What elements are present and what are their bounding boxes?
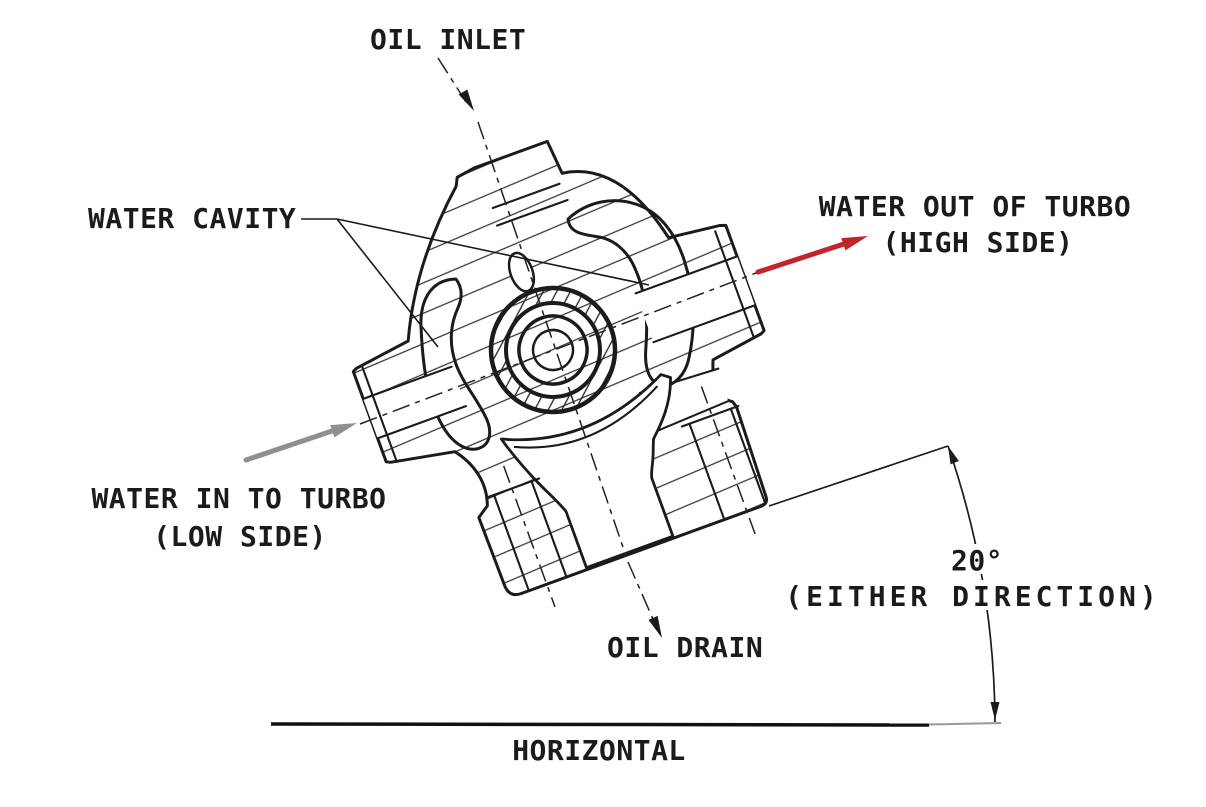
flange-line [714, 230, 755, 338]
oil-drain-label: OIL DRAIN [607, 631, 763, 664]
text-mask [776, 580, 1172, 610]
flange-line [361, 366, 397, 461]
mounting-bolt-boss-right [680, 386, 767, 535]
oil-inlet-arrow [458, 89, 474, 111]
boss-wall [530, 480, 568, 578]
oil-drain-arrow [648, 615, 662, 638]
boss-top-edge [680, 404, 740, 428]
bolt-centerline [700, 386, 756, 535]
channel-wall [634, 255, 739, 295]
boss-counterbore-line [491, 182, 561, 210]
oil-inlet-label: OIL INLET [370, 23, 526, 56]
arrowhead-icon [841, 236, 868, 251]
housing-body-hatched [351, 139, 769, 597]
water-inlet-port [361, 365, 468, 461]
water-cavity-left [419, 277, 492, 451]
turbo-axis-centerline [627, 561, 657, 627]
arrowhead-icon [330, 423, 357, 438]
horizontal-reference [270, 722, 1002, 727]
channel-wall [652, 304, 756, 344]
bore-circle-outer [488, 285, 618, 415]
water-out-label-line2: (HIGH SIDE) [883, 226, 1074, 259]
bolt-centerline [502, 465, 556, 608]
boss-wall [729, 407, 767, 505]
bore-circle [517, 314, 589, 386]
boss-wall [492, 493, 530, 591]
arrowhead-icon [948, 446, 959, 465]
water-out-arrow [755, 236, 868, 275]
channel-wall [362, 365, 453, 400]
water-in-arrow-shaft [243, 426, 341, 463]
channel-wall [376, 405, 468, 440]
angle-note-label: (EITHER DIRECTION) [785, 580, 1160, 613]
oil-inlet-boss [491, 182, 569, 293]
water-out-arrow-shaft [755, 239, 853, 275]
arrowhead-icon [458, 89, 474, 111]
turbo-axis-centerline [477, 121, 627, 557]
angle-value-label: 20° [951, 544, 1003, 577]
leader-line [336, 218, 650, 286]
horizontal-extension-line [928, 722, 1002, 726]
water-in-label-line2: (LOW SIDE) [153, 520, 327, 553]
boss-top-edge [485, 477, 541, 499]
water-cavity-label: WATER CAVITY [88, 202, 296, 235]
boss-wall [688, 422, 726, 520]
water-axis-centerline [359, 272, 757, 425]
horizontal-label: HORIZONTAL [512, 734, 686, 767]
arrowhead-icon [648, 615, 662, 638]
water-in-arrow [243, 423, 357, 463]
angle-dimension [768, 445, 1172, 723]
leader-line [336, 218, 439, 348]
mounting-bolt-boss-left [485, 465, 568, 608]
neck-edge [649, 400, 730, 435]
water-in-label-line1: WATER IN TO TURBO [91, 482, 386, 515]
boss-base-line [496, 198, 569, 227]
arrowhead-icon [990, 702, 1000, 720]
horizontal-reference-line [270, 722, 930, 727]
turbo-housing-section [351, 139, 769, 608]
water-cavity-leader [301, 218, 650, 348]
water-outlet-channel [635, 256, 755, 343]
text-mask [938, 544, 1004, 574]
mounting-face-extension-line [768, 445, 949, 507]
water-outlet-port [634, 230, 756, 344]
water-inlet-channel [363, 366, 466, 439]
drain-cavity-inner-arc [513, 385, 658, 449]
water-out-label-line1: WATER OUT OF TURBO [819, 190, 1131, 223]
